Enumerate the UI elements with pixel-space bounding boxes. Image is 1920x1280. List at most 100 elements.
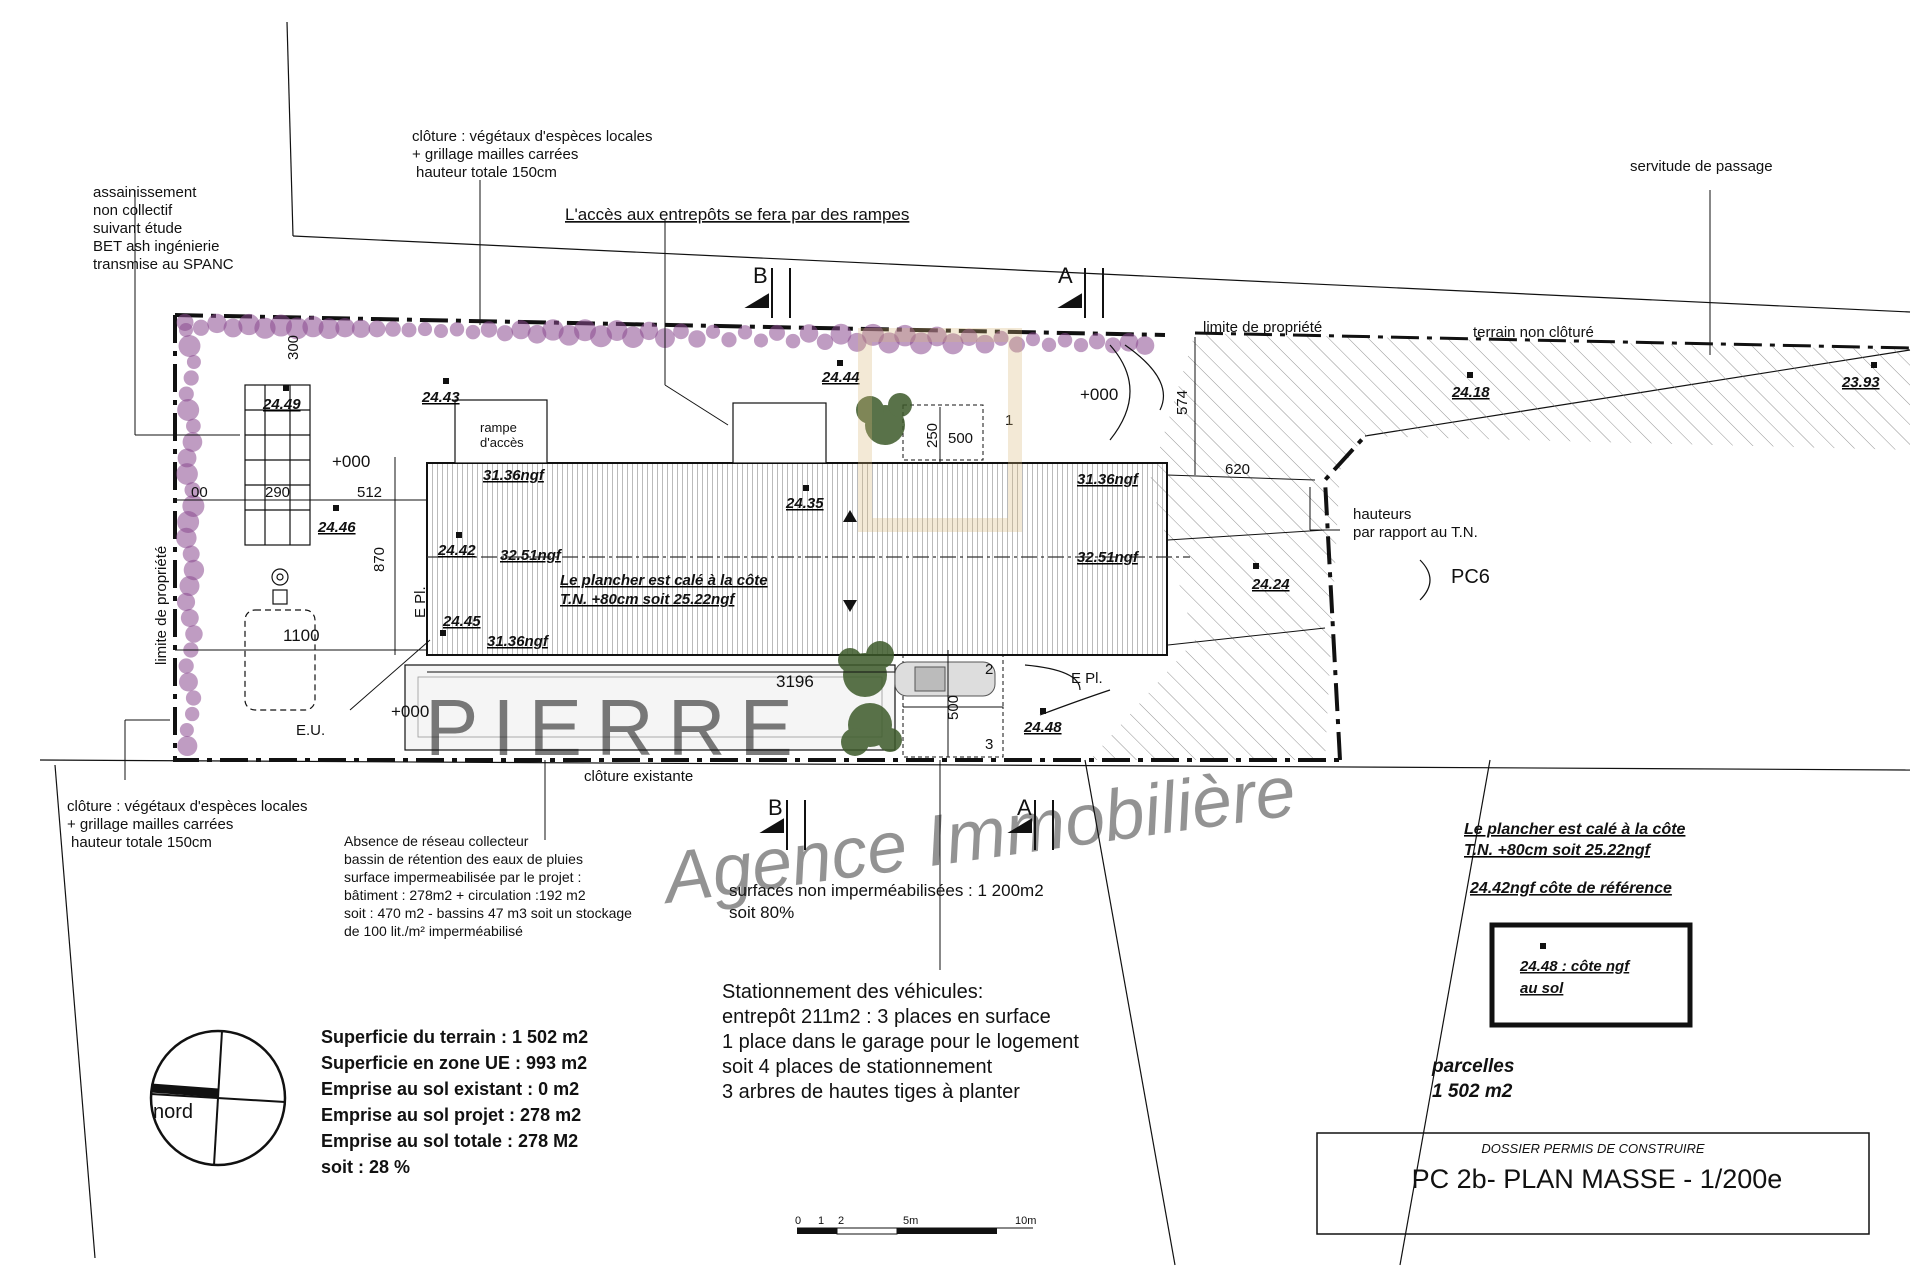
hedge-shrub bbox=[975, 334, 995, 354]
svg-text:hauteur totale 150cm: hauteur totale 150cm bbox=[416, 164, 557, 181]
svg-text:24.45: 24.45 bbox=[442, 613, 481, 630]
warehouse-building bbox=[426, 462, 1168, 656]
hedge-shrub bbox=[368, 320, 386, 338]
annotation-plancher-plan: Le plancher est calé à la côte T.N. +80c… bbox=[560, 572, 768, 608]
svg-text:24.35: 24.35 bbox=[785, 495, 824, 512]
svg-text:0: 0 bbox=[795, 1215, 801, 1227]
hedge-shrub bbox=[178, 322, 194, 338]
annotation-reseau: Absence de réseau collecteur bassin de r… bbox=[344, 833, 632, 939]
hedge-shrub bbox=[1041, 337, 1057, 352]
hedge-shrub bbox=[351, 319, 371, 338]
svg-text:soit : 28 %: soit : 28 % bbox=[321, 1157, 410, 1177]
annotation-cloture-existante: clôture existante bbox=[584, 768, 693, 785]
hedge-shrub bbox=[590, 325, 612, 348]
hedge-shrub bbox=[207, 313, 227, 334]
hedge-shrub bbox=[511, 320, 531, 340]
slope-arrows bbox=[843, 510, 857, 612]
hedge-shrub bbox=[180, 609, 199, 627]
hedge-shrub bbox=[847, 332, 867, 352]
hedge-shrub bbox=[673, 323, 689, 340]
svg-text:1: 1 bbox=[1005, 412, 1013, 429]
svg-text:parcelles: parcelles bbox=[1431, 1056, 1514, 1077]
svg-text:24.24: 24.24 bbox=[1251, 576, 1290, 593]
dimension-labels: 300 290 512 870 1100 3196 250 500 500 57… bbox=[191, 335, 1250, 753]
svg-text:Stationnement des véhicules:: Stationnement des véhicules: bbox=[722, 981, 983, 1003]
svg-text:1 502 m2: 1 502 m2 bbox=[1432, 1081, 1513, 1102]
hedge-shrub bbox=[878, 332, 900, 354]
hedge-shrub bbox=[927, 326, 947, 347]
hedge-shrub bbox=[178, 386, 194, 402]
hedge-shrub bbox=[302, 316, 324, 338]
section-letters: B A B A bbox=[753, 263, 1073, 820]
svg-text:250: 250 bbox=[924, 423, 941, 448]
svg-text:T.N. +80cm soit 25.22ngf: T.N. +80cm soit 25.22ngf bbox=[1464, 842, 1652, 859]
hedge-shrub bbox=[176, 592, 196, 612]
svg-text:500: 500 bbox=[945, 695, 962, 720]
annotation-stationnement: Stationnement des véhicules: entrepôt 21… bbox=[722, 981, 1079, 1103]
svg-text:3196: 3196 bbox=[776, 672, 814, 691]
svg-text:24.44: 24.44 bbox=[821, 369, 860, 386]
svg-text:2: 2 bbox=[838, 1215, 844, 1227]
hedge-shrub bbox=[1025, 332, 1041, 347]
hedge-shrub bbox=[238, 313, 260, 336]
annotation-hauteurs: hauteurs par rapport au T.N. bbox=[1353, 506, 1478, 541]
svg-text:574: 574 bbox=[1174, 390, 1191, 415]
svg-text:bâtiment : 278m2 + circulation: bâtiment : 278m2 + circulation :192 m2 bbox=[344, 887, 586, 903]
hedge-shrub bbox=[1073, 337, 1089, 353]
svg-text:1 place dans le garage pour le: 1 place dans le garage pour le logement bbox=[722, 1031, 1079, 1053]
hedge-shrub bbox=[768, 324, 786, 341]
hedge-shrub bbox=[1105, 337, 1121, 354]
hedge-shrub bbox=[335, 318, 355, 338]
svg-text:1: 1 bbox=[818, 1215, 824, 1227]
hedge-shrub bbox=[1119, 333, 1139, 352]
svg-text:Absence de réseau collecteur: Absence de réseau collecteur bbox=[344, 833, 529, 849]
gate-arcs bbox=[1024, 344, 1431, 716]
hedge-shrub bbox=[816, 333, 834, 350]
svg-text:B: B bbox=[753, 263, 768, 288]
hedge-shrub bbox=[1008, 336, 1026, 353]
svg-text:31.36ngf: 31.36ngf bbox=[487, 633, 550, 650]
hedge-shrub bbox=[1135, 336, 1155, 355]
svg-text:870: 870 bbox=[371, 547, 388, 572]
svg-text:+ grillage mailles carrées: + grillage mailles carrées bbox=[67, 816, 233, 833]
hedge-shrub bbox=[1057, 333, 1073, 348]
hedge-shrub bbox=[318, 318, 340, 339]
svg-text:bassin de rétention des eaux d: bassin de rétention des eaux de pluies bbox=[344, 851, 583, 867]
svg-text:rampe: rampe bbox=[480, 420, 517, 435]
hedge-shrub bbox=[862, 323, 884, 346]
hedge-shrub bbox=[1088, 333, 1106, 350]
svg-text:B: B bbox=[768, 795, 783, 820]
hedge-shrub bbox=[606, 320, 628, 341]
annotation-cloture-sud: clôture : végétaux d'espèces locales + g… bbox=[67, 798, 308, 851]
annotation-terrain-non-cloture: terrain non clôturé bbox=[1473, 324, 1594, 341]
annotation-limite-ouest: limite de propriété bbox=[153, 546, 170, 665]
hedge-shrub bbox=[542, 319, 564, 341]
svg-text:par rapport au T.N.: par rapport au T.N. bbox=[1353, 524, 1478, 541]
annotation-servitude: servitude de passage bbox=[1630, 158, 1773, 175]
svg-text:Le plancher est calé à la côte: Le plancher est calé à la côte bbox=[1464, 821, 1686, 838]
svg-text:PC 2b- PLAN MASSE - 1/200e: PC 2b- PLAN MASSE - 1/200e bbox=[1412, 1164, 1783, 1194]
hedge-shrub bbox=[705, 324, 721, 339]
svg-text:5m: 5m bbox=[903, 1215, 918, 1227]
hedge-shrub bbox=[480, 321, 498, 338]
section-markers bbox=[744, 268, 1104, 850]
hedge-shrub bbox=[830, 323, 852, 345]
hedge-shrub bbox=[254, 317, 276, 339]
hedge-shrub bbox=[286, 317, 308, 340]
svg-text:DOSSIER PERMIS DE CONSTRUIRE: DOSSIER PERMIS DE CONSTRUIRE bbox=[1481, 1141, 1705, 1156]
svg-text:Le plancher est calé à la côte: Le plancher est calé à la côte bbox=[560, 572, 768, 589]
hedge-shrub bbox=[465, 324, 481, 340]
hedge-shrub bbox=[179, 576, 200, 596]
servitude-hatched-zone bbox=[1090, 333, 1910, 760]
svg-text:00: 00 bbox=[191, 484, 208, 501]
svg-text:24.18: 24.18 bbox=[1451, 384, 1490, 401]
label-rampe: rampe d'accès bbox=[480, 420, 524, 450]
ramp-box-center bbox=[732, 402, 827, 464]
dimension-lines bbox=[124, 180, 1711, 970]
svg-text:clôture : végétaux d'espèces l: clôture : végétaux d'espèces locales bbox=[412, 128, 653, 145]
annotation-cote-reference: 24.42ngf côte de référence bbox=[1469, 880, 1672, 897]
svg-text:BET ash ingénierie: BET ash ingénierie bbox=[93, 238, 219, 255]
north-arrow: nord bbox=[149, 1029, 287, 1167]
annotation-limite-nord: limite de propriété bbox=[1203, 319, 1322, 336]
svg-text:Superficie du terrain : 1 502: Superficie du terrain : 1 502 m2 bbox=[321, 1027, 588, 1047]
